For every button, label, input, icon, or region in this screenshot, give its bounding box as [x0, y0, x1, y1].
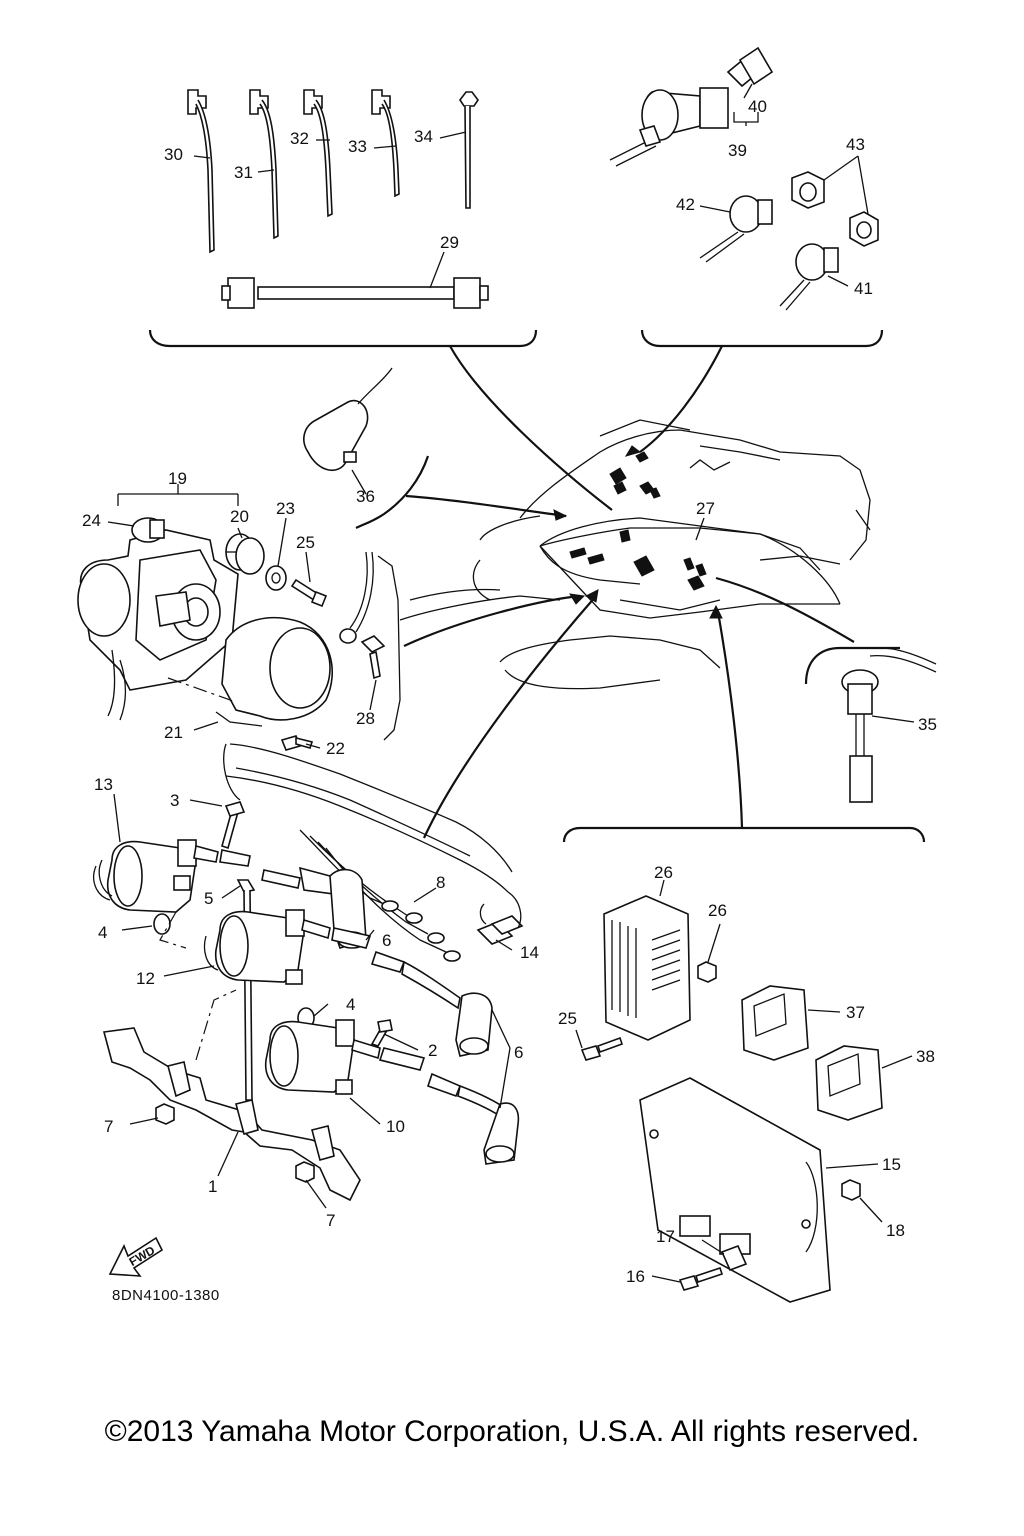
- callout-4-lower: 4: [346, 995, 355, 1014]
- callout-16: 18: [886, 1221, 905, 1240]
- callout-25: 25: [558, 1009, 577, 1028]
- callout-29: 29: [440, 233, 459, 252]
- callout-35: 35: [918, 715, 937, 734]
- callout-7-right: 7: [326, 1211, 335, 1230]
- callout-30: 30: [164, 145, 183, 164]
- callout-7-left: 7: [104, 1117, 113, 1136]
- callout-34: 34: [414, 127, 433, 146]
- callout-22: 24: [82, 511, 101, 530]
- callout-2: 2: [428, 1041, 437, 1060]
- callout-4-upper: 4: [98, 923, 107, 942]
- callout-leaders: [107, 83, 915, 1283]
- copyright-notice: ©2013 Yamaha Motor Corporation, U.S.A. A…: [104, 1415, 920, 1448]
- callout-36: 36: [356, 487, 375, 506]
- parts-diagram: FWD 8DN4100-1380: [77, 46, 937, 1304]
- callout-6-upper: 6: [382, 931, 391, 950]
- switch-35: [804, 646, 937, 803]
- callout-42: 42: [676, 195, 695, 214]
- callout-39: 39: [728, 141, 747, 160]
- callout-43: 43: [846, 135, 865, 154]
- callout-24: 26: [654, 863, 673, 882]
- callout-40: 40: [748, 97, 767, 116]
- condenser-36: [303, 367, 430, 529]
- callout-41: 41: [854, 279, 873, 298]
- callout-8: 8: [436, 873, 445, 892]
- callout-38: 38: [916, 1047, 935, 1066]
- callout-23: 25: [296, 533, 315, 552]
- callout-26: 26: [708, 901, 727, 920]
- callout-21: 23: [276, 499, 295, 518]
- callout-14: 16: [626, 1267, 645, 1286]
- leader-arrows: [403, 345, 855, 839]
- ignition-coils: [93, 743, 524, 1202]
- callout-12: 14: [520, 943, 539, 962]
- callout-1: 1: [208, 1177, 217, 1196]
- callout-20: 22: [326, 739, 345, 758]
- callout-31: 31: [234, 163, 253, 182]
- callout-18: 20: [230, 507, 249, 526]
- callout-28: 28: [356, 709, 375, 728]
- switch-knob-group: [609, 46, 884, 348]
- callout-17: 19: [168, 469, 187, 488]
- callout-5: 5: [204, 889, 213, 908]
- callout-13: 15: [882, 1155, 901, 1174]
- callout-32: 32: [290, 129, 309, 148]
- callout-9: 10: [386, 1117, 405, 1136]
- diagram-code: 8DN4100-1380: [112, 1287, 220, 1304]
- callout-6-lower: 6: [514, 1043, 523, 1062]
- callout-37: 37: [846, 1003, 865, 1022]
- callout-10: 12: [136, 969, 155, 988]
- magneto-assembly-17: [77, 484, 401, 751]
- callout-27: 27: [696, 499, 715, 518]
- callout-33: 33: [348, 137, 367, 156]
- callout-labels: 30 31 32 33 34 29 40 39 43 42 41 19 24 2…: [82, 97, 937, 1286]
- wire-band-group: [148, 89, 538, 348]
- callout-15: 17: [656, 1227, 675, 1246]
- callout-19: 21: [164, 723, 183, 742]
- electrical-units: [562, 826, 926, 1303]
- snowmobile-outline: [399, 419, 871, 690]
- callout-11: 13: [94, 775, 113, 794]
- fwd-arrow-icon: FWD: [108, 1236, 164, 1277]
- callout-3: 3: [170, 791, 179, 810]
